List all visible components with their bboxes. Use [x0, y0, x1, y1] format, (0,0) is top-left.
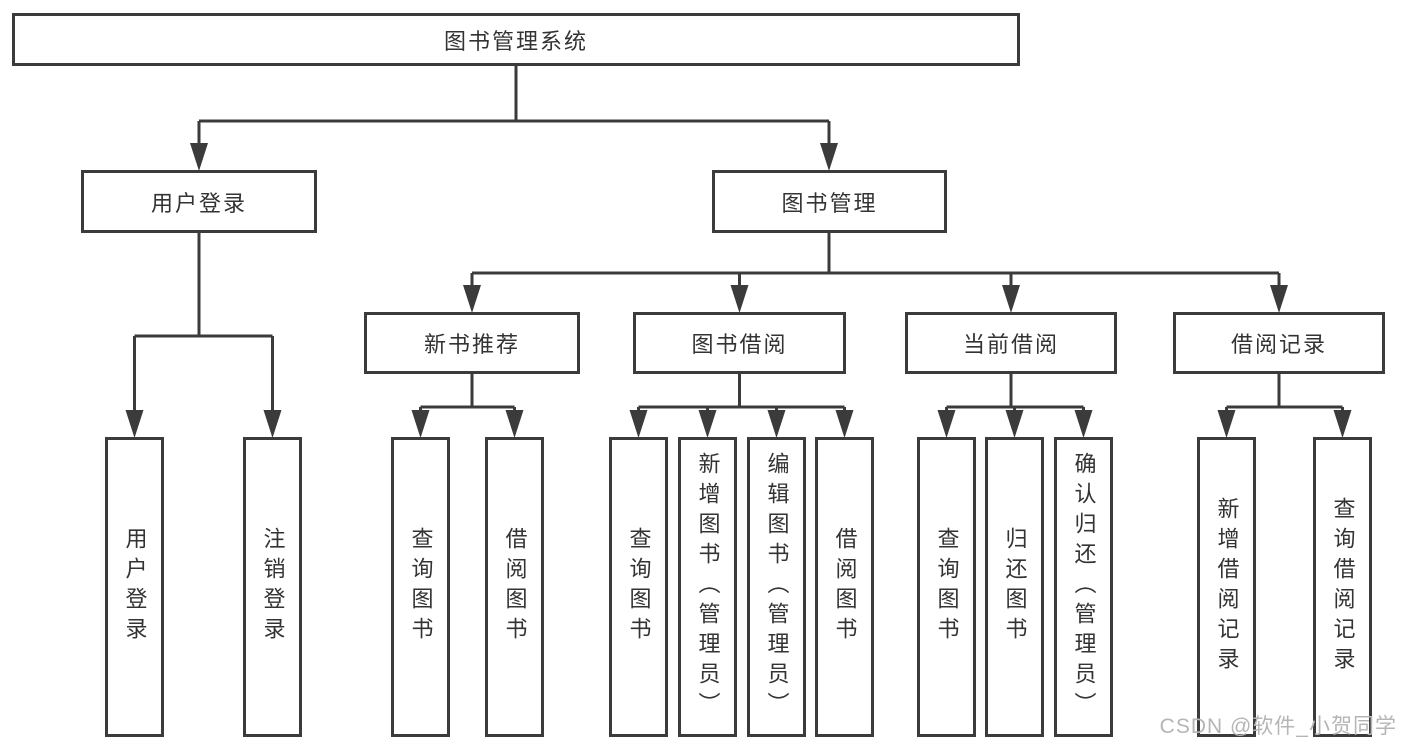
leaf-records-query-record: 查询借阅记录 [1313, 437, 1372, 737]
csdn-watermark: CSDN @软件_小贺同学 [1159, 715, 1397, 738]
node-label: 图书管理系统 [443, 28, 588, 54]
node-label: 当前借阅 [962, 332, 1059, 357]
node-book-borrowing: 图书借阅 [633, 312, 846, 374]
leaf-records-add-record: 新增借阅记录 [1197, 437, 1256, 737]
leaf-logout-login: 注销登录 [243, 437, 302, 737]
leaf-label: 查询图书 [408, 527, 434, 647]
leaf-borrowing-add-books-admin: 新增图书（管理员） [678, 437, 737, 737]
node-book-management: 图书管理 [712, 170, 947, 233]
leaf-label: 新增借阅记录 [1214, 497, 1240, 677]
node-new-book-recommend: 新书推荐 [364, 312, 580, 374]
leaf-label: 新增图书（管理员） [695, 452, 721, 722]
leaf-label: 查询图书 [934, 527, 960, 647]
leaf-newbooks-borrow-books: 借阅图书 [485, 437, 544, 737]
node-label: 用户登录 [150, 190, 247, 216]
leaf-current-query-books: 查询图书 [917, 437, 976, 737]
node-label: 图书管理 [781, 190, 878, 216]
node-current-borrowing: 当前借阅 [905, 312, 1117, 374]
leaf-newbooks-query-books: 查询图书 [391, 437, 450, 737]
leaf-current-confirm-return-admin: 确认归还（管理员） [1054, 437, 1113, 737]
leaf-borrowing-query-books: 查询图书 [609, 437, 668, 737]
leaf-borrowing-borrow-books: 借阅图书 [815, 437, 874, 737]
leaf-label: 用户登录 [122, 527, 148, 647]
node-borrowing-records: 借阅记录 [1173, 312, 1385, 374]
leaf-label: 归还图书 [1002, 527, 1028, 647]
leaf-label: 注销登录 [260, 527, 286, 647]
leaf-user-login: 用户登录 [105, 437, 164, 737]
node-label: 新书推荐 [423, 332, 520, 357]
leaf-label: 查询图书 [626, 527, 652, 647]
leaf-label: 借阅图书 [502, 527, 528, 647]
leaf-label: 借阅图书 [832, 527, 858, 647]
leaf-borrowing-edit-books-admin: 编辑图书（管理员） [747, 437, 806, 737]
leaf-current-return-books: 归还图书 [985, 437, 1044, 737]
leaf-label: 确认归还（管理员） [1071, 452, 1097, 722]
node-label: 借阅记录 [1230, 332, 1327, 357]
node-label: 图书借阅 [691, 332, 788, 357]
node-library-management-system: 图书管理系统 [12, 13, 1020, 66]
node-user-login: 用户登录 [81, 170, 317, 233]
leaf-label: 查询借阅记录 [1330, 497, 1356, 677]
leaf-label: 编辑图书（管理员） [764, 452, 790, 722]
